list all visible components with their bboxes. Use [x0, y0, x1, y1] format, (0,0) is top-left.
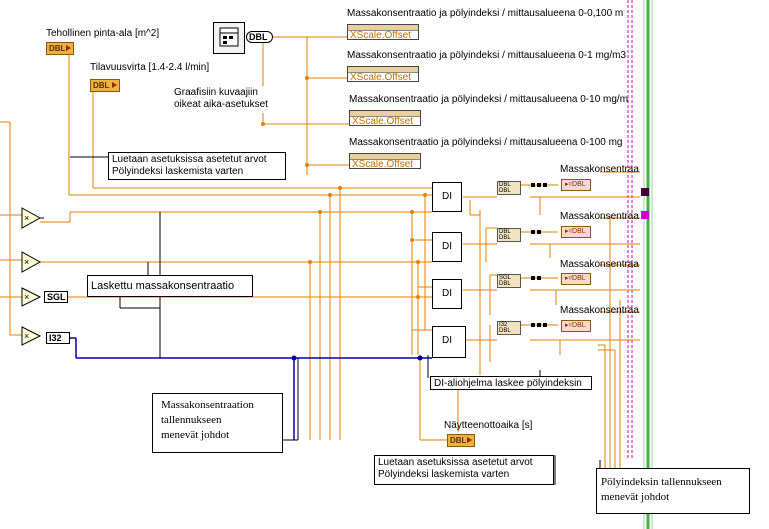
sample-time-control[interactable]: DBL: [447, 434, 475, 447]
read-settings-comment-top: Luetaan asetuksissa asetetut arvot Pölyi…: [108, 152, 286, 180]
di-subvi-comment: DI-aliohjelma laskee pölyindeksin: [430, 376, 592, 390]
indicator-label-1: Massakonsentraa: [560, 164, 639, 175]
area-control-label: Tehollinen pinta-ala [m^2]: [46, 28, 160, 39]
flow-control[interactable]: DBL: [90, 79, 120, 92]
waveform-indicator-4[interactable]: ▸▿DBL: [561, 320, 591, 332]
property-node-title-1: Massakonsentraatio ja pölyindeksi / mitt…: [347, 8, 624, 19]
graph-time-comment: Graafisiin kuvaajiin oikeat aika-asetuks…: [171, 86, 279, 113]
flow-control-label: Tilavuusvirta [1.4-2.4 l/min]: [90, 62, 210, 73]
waveform-indicator-2[interactable]: ▸▿DBL: [561, 226, 591, 238]
bundle-arrows: [531, 183, 547, 327]
arrow-icon: [66, 45, 71, 51]
arrow-icon: [112, 82, 117, 88]
di-subvi-3[interactable]: DI: [432, 279, 462, 309]
svg-text:×: ×: [24, 257, 29, 267]
waveform-indicator-1[interactable]: ▸▿DBL: [561, 179, 591, 191]
indicator-label-2: Massakonsentraa: [560, 211, 639, 222]
property-node-title-3: Massakonsentraatio ja pölyindeksi / mitt…: [349, 94, 629, 105]
dbl-conversion-node[interactable]: DBL: [246, 31, 273, 43]
sample-time-label: Näytteenottoaika [s]: [444, 420, 533, 431]
read-settings-comment-bottom: Luetaan asetuksissa asetetut arvot Pölyi…: [374, 455, 554, 485]
mass-wires-comment: Massakonsentraation tallennukseen menevä…: [152, 393, 283, 453]
i32-terminal[interactable]: I32: [46, 332, 70, 344]
indicator-label-4: Massakonsentraa: [560, 305, 639, 316]
dust-wires-comment: Pölyindeksin tallennukseen menevät johdo…: [596, 468, 750, 514]
svg-text:×: ×: [24, 331, 29, 341]
di-subvi-4[interactable]: DI: [432, 326, 466, 358]
clock-icon[interactable]: [213, 22, 245, 54]
arrow-icon: [467, 437, 472, 443]
di-subvi-2[interactable]: DI: [432, 232, 462, 262]
computed-mass-comment: Laskettu massakonsentraatio: [87, 275, 253, 297]
property-node-title-4: Massakonsentraatio ja pölyindeksi / mitt…: [349, 137, 623, 148]
property-node-4[interactable]: XScale.Offset: [349, 153, 421, 170]
svg-text:×: ×: [24, 213, 29, 223]
multiply-node: [21, 207, 42, 346]
indicator-label-3: Massakonsentraa: [560, 259, 639, 270]
property-node-1[interactable]: XScale.Offset: [347, 24, 419, 41]
waveform-indicator-3[interactable]: ▸▿DBL: [561, 273, 591, 285]
property-node-3[interactable]: XScale.Offset: [349, 110, 421, 127]
property-node-title-2: Massakonsentraatio ja pölyindeksi / mitt…: [347, 50, 627, 61]
svg-text:×: ×: [24, 292, 29, 302]
sgl-terminal[interactable]: SGL: [44, 291, 68, 303]
di-subvi-1[interactable]: DI: [432, 182, 462, 212]
property-node-2[interactable]: XScale.Offset: [347, 66, 419, 83]
area-control[interactable]: DBL: [46, 42, 74, 55]
